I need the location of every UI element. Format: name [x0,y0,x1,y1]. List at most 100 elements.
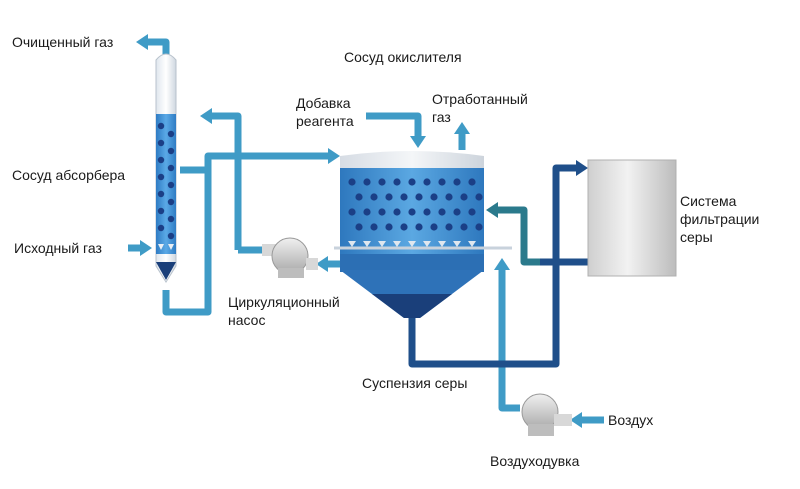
bubble [355,223,363,231]
bubble [453,178,461,186]
label-spent-gas-line2: газ [432,109,451,125]
oxidizer-bubbles [348,178,483,231]
arrow-to-oxidizer [328,148,340,164]
bubble [363,178,371,186]
bubble [453,208,461,216]
pipe-slurry-to-filter [408,164,578,368]
label-air: Воздух [608,412,653,428]
bubble [423,178,431,186]
sprayer-nozzle [408,241,416,247]
bubble [445,223,453,231]
bubble [468,208,476,216]
arrow-reagent [410,136,426,148]
arrow-air-inlet [570,412,582,428]
label-blower: Воздуходувка [490,453,580,469]
sulfur-filtration-system [587,159,677,277]
label-filtration-line1: Система [680,193,737,209]
absorber-bubbles [157,122,175,240]
label-reagent-line1: Добавка [296,95,351,111]
absorber-sprayers [158,244,174,250]
arrow-filter-return [486,202,498,218]
label-spent-gas-line1: Отработанный [432,91,528,107]
sprayer-nozzle [378,241,386,247]
bubble [430,193,438,201]
bubble [157,224,165,232]
bubble [348,208,356,216]
bubble [385,223,393,231]
bubble [475,193,483,201]
label-clean-gas: Очищенный газ [12,34,113,50]
bubble [355,193,363,201]
bubble [167,147,175,155]
arrow-to-filter [576,160,588,176]
sprayer-nozzle [453,241,461,247]
absorber-vessel [155,53,177,283]
sprayer-nozzle [393,241,401,247]
arrow-circulation-return [200,108,212,124]
bubble [438,178,446,186]
label-filtration-line3: серы [680,229,713,245]
sprayer-nozzle [468,241,476,247]
bubble [460,223,468,231]
bubble [348,178,356,186]
label-feed-gas: Исходный газ [14,240,102,256]
bubble [400,223,408,231]
sprayer-nozzle [438,241,446,247]
sprayer-nozzle [423,241,431,247]
bubble [157,190,165,198]
bubble [157,122,165,130]
pipe-absorber-bottom [162,158,212,316]
bubble [415,223,423,231]
bubble [167,232,175,240]
bubble [157,173,165,181]
bubble [370,193,378,201]
arrow-to-pump [316,256,328,272]
label-filtration-line2: фильтрации [680,211,759,227]
label-absorber-vessel: Сосуд абсорбера [12,167,125,183]
bubble [400,193,408,201]
pipe-absorber-to-oxidizer [180,152,330,174]
oxidizer-sprayers [348,241,476,247]
arrow-air-up [494,258,510,270]
pipe-reagent [366,112,422,138]
arrow-feed-gas [140,240,152,256]
label-circ-pump-line1: Циркуляционный [228,294,340,310]
bubble [157,207,165,215]
bubble [157,139,165,147]
oxidizer-vessel [334,151,512,318]
bubble [378,178,386,186]
bubble [167,181,175,189]
pipe-circulation-return [210,112,242,250]
bubble [430,223,438,231]
bubble [438,208,446,216]
label-circ-pump-line2: насос [228,312,265,328]
bubble [385,193,393,201]
bubble [393,178,401,186]
bubble [167,198,175,206]
bubble [167,215,175,223]
bubble [393,208,401,216]
bubble [378,208,386,216]
bubble [370,223,378,231]
bubble [408,178,416,186]
arrow-clean-gas [136,34,148,50]
bubble [423,208,431,216]
bubble [157,156,165,164]
bubble [408,208,416,216]
label-sulfur-slurry: Суспензия серы [362,375,467,391]
bubble [460,193,468,201]
sprayer-nozzle [348,241,356,247]
air-blower-icon [521,393,572,436]
label-oxidizer-vessel: Сосуд окислителя [344,49,462,65]
bubble [167,164,175,172]
pipe-air-to-oxidizer [498,268,520,412]
bubble [468,178,476,186]
label-reagent-line2: реагента [296,113,354,129]
pipe-filter-return [496,206,588,266]
arrow-spent-gas [454,122,470,134]
sprayer-nozzle [363,241,371,247]
circulation-pump-icon [262,237,318,278]
bubble [167,130,175,138]
bubble [363,208,371,216]
